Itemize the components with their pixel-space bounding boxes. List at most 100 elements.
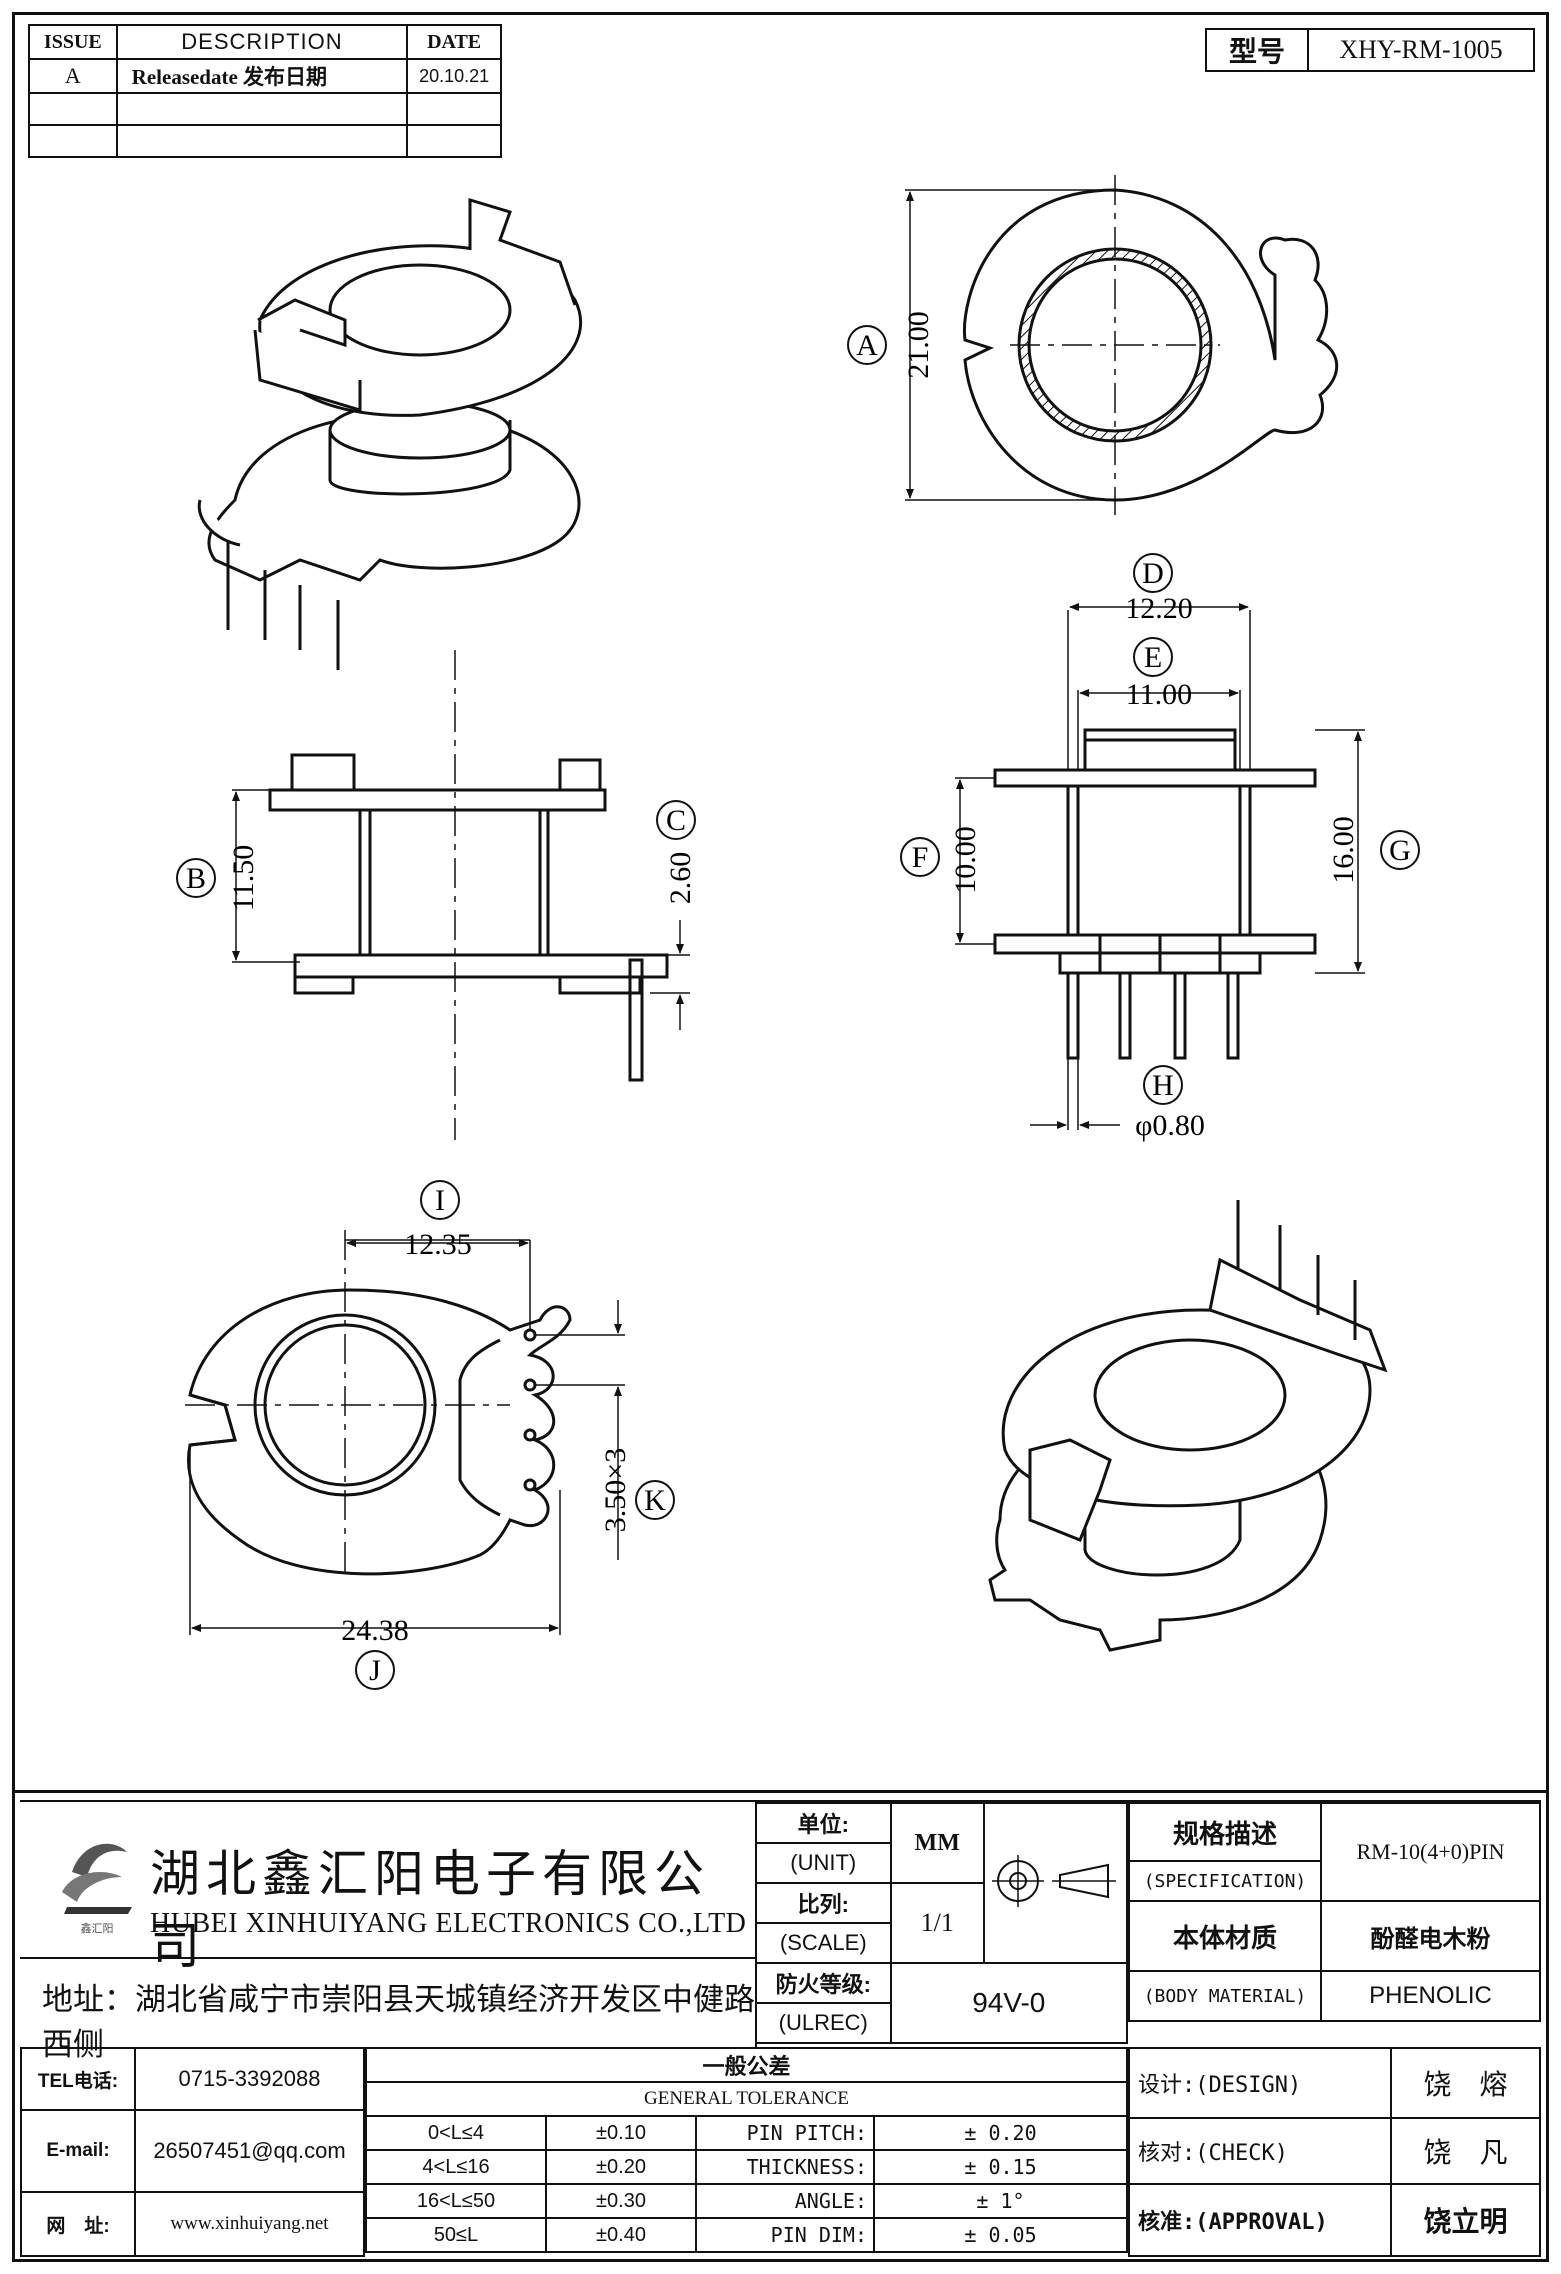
design-label: 设计:(DESIGN) xyxy=(1128,2047,1392,2119)
item-name: PIN PITCH: xyxy=(695,2115,875,2151)
web-value: www.xinhuiyang.net xyxy=(134,2191,365,2257)
range-tol: ±0.20 xyxy=(545,2149,697,2185)
technical-drawing: A 21.00 B 11.50 C 2.60 xyxy=(176,175,1420,1690)
dim-i-value: 12.35 xyxy=(404,1228,472,1261)
scale-value: 1/1 xyxy=(889,1882,985,1964)
address-label: 地址： xyxy=(42,1982,135,2018)
tel-label: TEL电话: xyxy=(20,2047,136,2111)
dim-d-letter: D xyxy=(1142,557,1164,590)
material-label-en: (BODY MATERIAL) xyxy=(1128,1970,1322,2022)
drawing-frame xyxy=(12,12,1549,2262)
issue-cell xyxy=(28,124,118,158)
range-cell: 0<L≤4 xyxy=(365,2115,547,2151)
issue-cell xyxy=(28,92,118,126)
title-block-inner xyxy=(20,1800,1541,1802)
scale-label-cn: 比列: xyxy=(755,1882,892,1924)
tolerance-title-cn: 一般公差 xyxy=(365,2047,1128,2083)
issue-header: ISSUE xyxy=(28,24,118,60)
spec-value: RM-10(4+0)PIN xyxy=(1320,1802,1541,1902)
dim-a-value: 21.00 xyxy=(902,311,935,379)
description-cell xyxy=(115,92,409,126)
dim-e-value: 11.00 xyxy=(1126,678,1192,711)
unit-label-cn: 单位: xyxy=(755,1802,892,1844)
spec-material-table: 规格描述 RM-10(4+0)PIN (SPECIFICATION) 本体材质 … xyxy=(1128,1802,1541,2022)
check-name: 饶 凡 xyxy=(1390,2117,1541,2185)
item-tol: ± 1° xyxy=(873,2183,1128,2219)
dim-g-letter: G xyxy=(1389,834,1411,867)
model-box: 型号 XHY-RM-1005 xyxy=(1205,28,1535,72)
dim-f-value: 10.00 xyxy=(949,826,982,894)
ul-label-en: (ULREC) xyxy=(755,2002,892,2044)
range-tol: ±0.30 xyxy=(545,2183,697,2219)
range-cell: 50≤L xyxy=(365,2217,547,2253)
spec-label-en: (SPECIFICATION) xyxy=(1128,1860,1322,1902)
ul-value: 94V-0 xyxy=(889,1962,1129,2044)
unit-label-en: (UNIT) xyxy=(755,1842,892,1884)
top-view-a xyxy=(905,175,1339,515)
model-label: 型号 xyxy=(1205,28,1309,72)
projection-symbol xyxy=(982,1802,1129,1964)
dim-j-letter: J xyxy=(369,1654,381,1687)
date-cell: 20.10.21 xyxy=(406,58,502,94)
contact-table: TEL电话:0715-3392088 E-mail:26507451@qq.co… xyxy=(20,2047,365,2257)
design-name: 饶 熔 xyxy=(1390,2047,1541,2119)
material-label-cn: 本体材质 xyxy=(1128,1900,1322,1972)
description-cell: Releasedate 发布日期 xyxy=(115,58,409,94)
item-name: THICKNESS: xyxy=(695,2149,875,2185)
company-name-cn: 湖北鑫汇阳电子有限公司 xyxy=(150,1845,710,1975)
email-label: E-mail: xyxy=(20,2109,136,2193)
item-name: ANGLE: xyxy=(695,2183,875,2219)
dim-i-letter: I xyxy=(435,1184,445,1217)
dim-j-value: 24.38 xyxy=(341,1614,409,1647)
tolerance-title-en: GENERAL TOLERANCE xyxy=(365,2081,1128,2117)
material-value-cn: 酚醛电木粉 xyxy=(1320,1900,1541,1972)
item-name: PIN DIM: xyxy=(695,2217,875,2253)
spec-label-cn: 规格描述 xyxy=(1128,1802,1322,1862)
iso-view-bottom xyxy=(988,1200,1388,1652)
email-value: 26507451@qq.com xyxy=(134,2109,365,2193)
revision-table: ISSUE DESCRIPTION DATE A Releasedate 发布日… xyxy=(28,24,502,158)
item-tol: ± 0.05 xyxy=(873,2217,1128,2253)
approval-name: 饶立明 xyxy=(1390,2183,1541,2257)
iso-view-top xyxy=(197,197,582,670)
dim-h-letter: H xyxy=(1152,1069,1174,1102)
range-cell: 16<L≤50 xyxy=(365,2183,547,2219)
unit-value: MM xyxy=(889,1802,985,1884)
side-view-bc xyxy=(232,650,690,1140)
company-divider xyxy=(20,1957,755,1959)
date-header: DATE xyxy=(406,24,502,60)
dim-b-value: 11.50 xyxy=(227,845,260,911)
company-logo-icon: 鑫汇阳 xyxy=(62,1843,132,1935)
unit-scale-table: 单位: MM (UNIT) 比列: 1/1 (SCALE) 防火等级: 94V-… xyxy=(755,1802,1129,2044)
item-tol: ± 0.20 xyxy=(873,2115,1128,2151)
bottom-view-ijk xyxy=(185,1230,625,1635)
company-logo-text: 鑫汇阳 xyxy=(81,1921,114,1935)
dim-k-letter: K xyxy=(644,1484,666,1517)
description-header: DESCRIPTION xyxy=(115,24,409,60)
front-view-defgh xyxy=(955,603,1365,1130)
dim-g-value: 16.00 xyxy=(1327,816,1360,884)
description-cell xyxy=(115,124,409,158)
dim-e-letter: E xyxy=(1144,641,1162,674)
model-number: XHY-RM-1005 xyxy=(1307,28,1535,72)
range-cell: 4<L≤16 xyxy=(365,2149,547,2185)
dim-b-letter: B xyxy=(186,862,206,895)
company-name-en: HUBEI XINHUIYANG ELECTRONICS CO.,LTD xyxy=(150,1908,747,1939)
title-block xyxy=(12,1790,1549,1793)
signoff-table: 设计:(DESIGN)饶 熔 核对:(CHECK)饶 凡 核准:(APPROVA… xyxy=(1128,2047,1541,2257)
range-tol: ±0.10 xyxy=(545,2115,697,2151)
check-label: 核对:(CHECK) xyxy=(1128,2117,1392,2185)
company-block: 鑫汇阳 湖北鑫汇阳电子有限公司 HUBEI XINHUIYANG ELECTRO… xyxy=(20,1802,757,2063)
projection-icon xyxy=(992,1854,1117,1907)
item-tol: ± 0.15 xyxy=(873,2149,1128,2185)
date-cell xyxy=(406,92,502,126)
dim-c-value: 2.60 xyxy=(664,852,697,905)
issue-cell: A xyxy=(28,58,118,94)
dim-f-letter: F xyxy=(912,841,929,874)
tel-value: 0715-3392088 xyxy=(134,2047,365,2111)
web-label: 网 址: xyxy=(20,2191,136,2257)
dim-c-letter: C xyxy=(666,804,686,837)
approval-label: 核准:(APPROVAL) xyxy=(1128,2183,1392,2257)
material-value-en: PHENOLIC xyxy=(1320,1970,1541,2022)
range-tol: ±0.40 xyxy=(545,2217,697,2253)
